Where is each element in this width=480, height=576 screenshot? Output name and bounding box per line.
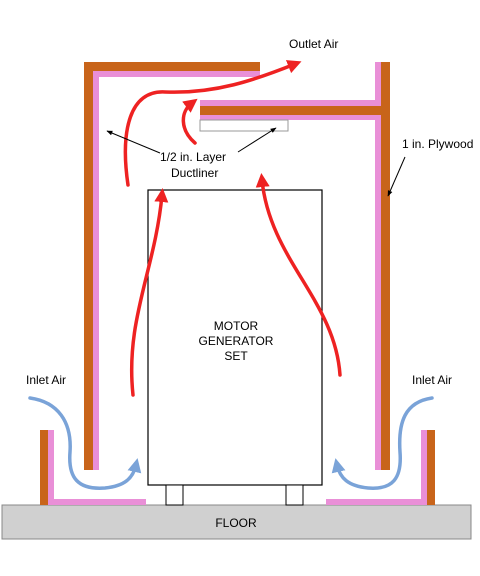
left-foot	[165, 484, 184, 506]
outlet-air-label: Outlet Air	[289, 37, 338, 51]
hot-air-arrow-right-inner	[255, 173, 342, 377]
baffle-ductliner-bottom	[200, 115, 381, 120]
left-base-plywood	[40, 430, 48, 505]
left-base-bracket	[40, 430, 146, 505]
inlet-air-arrow-left	[28, 396, 142, 490]
plywood-label: 1 in. Plywood	[402, 137, 473, 151]
left-wall-ductliner	[93, 71, 99, 470]
right-wall-ductliner	[375, 62, 381, 470]
right-wall-plywood	[381, 62, 390, 470]
left-base-ductliner-horizontal	[48, 499, 146, 505]
right-wall	[199, 62, 390, 470]
top-left-panel-plywood	[84, 62, 260, 71]
ductliner-label-line1: 1/2 in. Layer	[160, 150, 226, 164]
left-base-ductliner-vertical	[48, 430, 54, 499]
cool-airflow	[28, 396, 434, 490]
top-left-panel-ductliner	[93, 71, 260, 77]
motor-generator-housing	[147, 189, 323, 486]
hot-airflow	[123, 60, 342, 397]
outlet-air-arrow-main	[123, 60, 302, 187]
inlet-air-arrow-right	[331, 396, 434, 490]
motor-label-line1: MOTOR	[214, 319, 259, 333]
right-foot	[285, 484, 304, 506]
left-wall-plywood	[84, 62, 93, 470]
inlet-air-left-label: Inlet Air	[26, 373, 66, 387]
plywood-leader	[387, 156, 406, 197]
right-base-plywood	[427, 430, 435, 505]
right-base-bracket	[326, 430, 435, 505]
inlet-air-right-label: Inlet Air	[412, 373, 452, 387]
outlet-air-arrow-small	[181, 98, 198, 145]
callout-leaders	[106, 127, 406, 197]
ductliner-leader-right	[237, 127, 277, 153]
right-base-ductliner-horizontal	[326, 499, 427, 505]
motor-generator-set: MOTOR GENERATOR SET	[147, 189, 323, 506]
hot-air-arrow-left-inner	[129, 188, 169, 397]
motor-label-line3: SET	[224, 349, 248, 363]
ductliner-label-line2: Ductliner	[171, 166, 218, 180]
motor-label-line2: GENERATOR	[199, 334, 274, 348]
floor-slab	[1, 504, 472, 540]
ductliner-leader-left	[106, 130, 161, 154]
left-wall	[84, 62, 260, 470]
baffle-liner-pad	[199, 119, 289, 132]
baffle-ductliner-top	[200, 100, 375, 106]
floor-label: FLOOR	[215, 516, 257, 530]
baffle-plywood	[200, 106, 381, 115]
right-base-ductliner-vertical	[421, 430, 427, 499]
